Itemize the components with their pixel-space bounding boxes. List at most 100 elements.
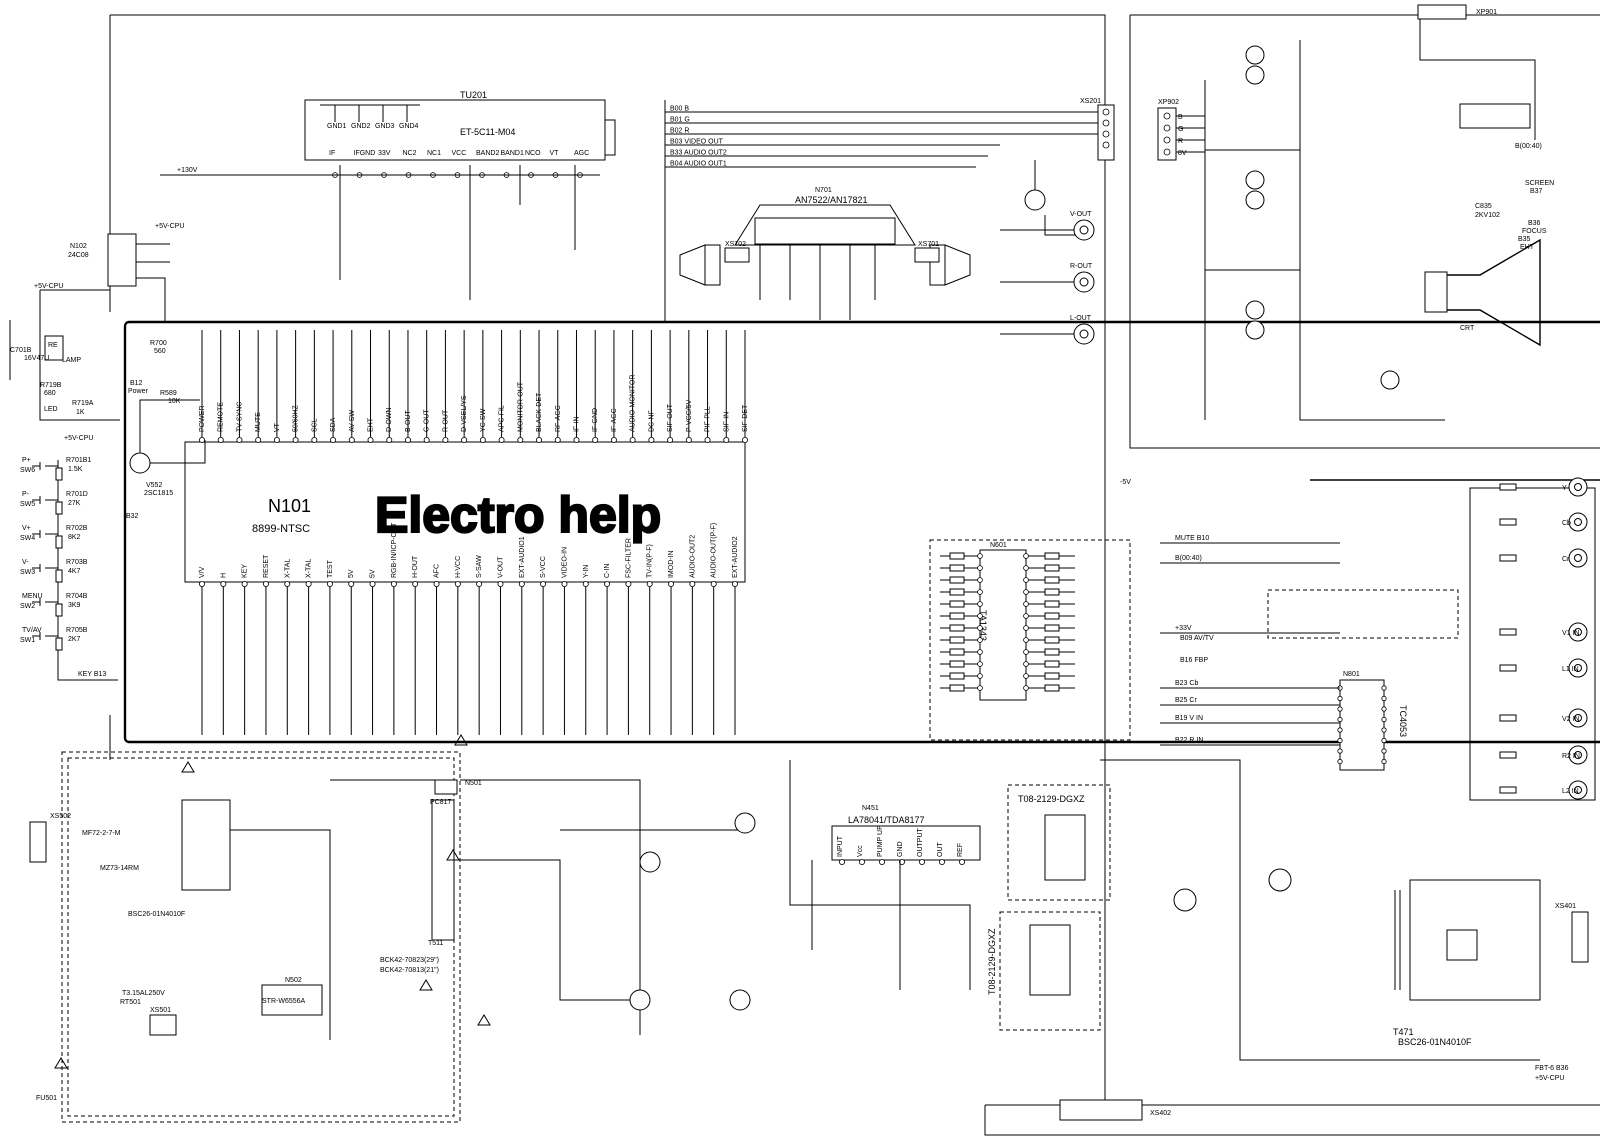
n601-pin-left xyxy=(977,613,983,619)
n101-bottom-pin-label: S-SAW xyxy=(476,555,483,578)
tuner-pin-label: BAND2 xyxy=(476,150,499,157)
n451-pin-label: PUMP UP xyxy=(877,825,884,857)
n101-bottom-pin xyxy=(326,581,333,588)
n101-bottom-pin xyxy=(689,581,696,588)
n101-bottom-pin-label: X-TAL xyxy=(306,559,313,578)
crt-label: C835 xyxy=(1475,203,1492,210)
xs702-ref: XS702 xyxy=(725,241,746,248)
input-label: +33V xyxy=(1175,625,1192,632)
r589: R589 xyxy=(160,390,177,397)
key-resistor-ref: R704B xyxy=(66,593,88,600)
n451-part: LA78041/TDA8177 xyxy=(848,815,925,825)
n101-top-pin-label: POWER xyxy=(199,406,206,432)
xs701-ref: XS701 xyxy=(918,241,939,248)
n101-top-pin xyxy=(217,436,224,443)
v5-cpu-keys: +5V-CPU xyxy=(64,435,93,442)
n101-top-pin-label: IF-IN xyxy=(573,416,580,432)
n601-cap-right xyxy=(1044,552,1060,560)
input-label: B19 V IN xyxy=(1175,715,1203,722)
n101-bottom-pin-label: TEST xyxy=(327,559,334,578)
xp902-pin-label: B xyxy=(1178,114,1183,121)
n101-top-pin-label: EHT xyxy=(368,417,375,432)
n801-pin-left xyxy=(1337,758,1343,765)
rca-jack-label: V1 IN xyxy=(1562,630,1580,637)
n101-top-pin-label: YC-SW xyxy=(480,408,487,432)
n601-cap-left xyxy=(949,636,965,644)
n451-pin-label: GND xyxy=(897,841,904,857)
output-jack xyxy=(1073,323,1095,345)
n101-bottom-pin xyxy=(732,581,739,588)
n601-pin-right xyxy=(1023,565,1029,571)
n101-top-pin xyxy=(198,436,205,443)
key-switch-ref: SW2 xyxy=(20,603,35,610)
n601-pin-right xyxy=(1023,661,1029,667)
n801-part: TC4053 xyxy=(1398,705,1408,737)
n101-bottom-pin xyxy=(518,581,525,588)
n101-bottom-pin xyxy=(710,581,717,588)
n601-cap-left xyxy=(949,612,965,620)
n701-part: AN7522/AN17821 xyxy=(795,195,868,205)
xs502-ref: XS502 xyxy=(50,813,71,820)
key-switch-ref: SW6 xyxy=(20,467,35,474)
n101-top-pin xyxy=(554,436,561,443)
output-jack-core xyxy=(1079,277,1089,287)
n101-bottom-pin xyxy=(540,581,547,588)
key-resistor-ref: R705B xyxy=(66,627,88,634)
rca-terminator xyxy=(1499,554,1517,562)
n451-pin xyxy=(959,859,966,866)
n101-top-pin xyxy=(648,436,655,443)
n101-bottom-pin xyxy=(348,581,355,588)
t471-ref: T471 xyxy=(1393,1027,1414,1037)
n101-bottom-pin xyxy=(369,581,376,588)
rca-jack xyxy=(1568,658,1588,678)
xp902-ref: XP902 xyxy=(1158,99,1179,106)
key-resistor-value: 2K7 xyxy=(68,636,81,643)
n101-top-pin xyxy=(461,436,468,443)
n801-pin-right xyxy=(1381,695,1387,702)
n101-top-pin xyxy=(610,436,617,443)
crt-label: FOCUS xyxy=(1522,228,1547,235)
n101-top-pin xyxy=(442,436,449,443)
watermark-text: Electro help xyxy=(375,487,661,543)
n101-bottom-pin xyxy=(220,581,227,588)
key-label: V+ xyxy=(22,525,31,532)
crt-transistor xyxy=(1245,65,1265,85)
xs201-pin xyxy=(1102,108,1110,116)
n451-pin-label: OUTPUT xyxy=(917,828,924,858)
key-switch-ref: SW4 xyxy=(20,535,35,542)
rca-jack xyxy=(1568,622,1588,642)
n101-bottom-pin-label: AUDIO-OUT(P-F) xyxy=(711,523,718,578)
n101-top-pin xyxy=(704,436,711,443)
fu501-ref: T3.15AL250V xyxy=(122,990,165,997)
xp902-pin xyxy=(1163,124,1171,132)
input-label: B23 Cb xyxy=(1175,680,1198,687)
n601-cap-right xyxy=(1044,636,1060,644)
n801-pin-right xyxy=(1381,685,1387,691)
xp902-pin xyxy=(1163,136,1171,144)
n101-top-pin xyxy=(536,436,543,443)
key-resistor xyxy=(55,637,63,651)
t471-part: BSC26-01N4010F xyxy=(1398,1037,1472,1047)
n601-pin-right xyxy=(1023,673,1029,679)
n101-bottom-pin-label: AUDIO-OUT2 xyxy=(689,535,696,578)
rca-terminator xyxy=(1499,751,1517,759)
output-jack xyxy=(1073,219,1095,241)
n101-top-pin-label: REMOTE xyxy=(218,402,225,432)
crt-label: B37 xyxy=(1530,188,1543,195)
bus-signal-label: B33 AUDIO OUT2 xyxy=(670,150,727,157)
n601-cap-left xyxy=(949,576,965,584)
n451-pin-label: OUT xyxy=(937,842,944,858)
n451-pin-label: REF xyxy=(957,843,964,857)
tuner-pin-label: VT xyxy=(550,150,560,157)
tuner-gnd-label: GND4 xyxy=(399,123,419,130)
n101-bottom-pin-label: IMOD-IN xyxy=(668,550,675,578)
key-label: V- xyxy=(22,559,29,566)
n101-bottom-pin xyxy=(497,581,504,588)
crt-transistor xyxy=(1245,170,1265,190)
lamp-label: LAMP xyxy=(62,357,81,364)
n101-bottom-pin xyxy=(668,581,675,588)
key-resistor-ref: R701B1 xyxy=(66,457,91,464)
n601-pin-left xyxy=(977,637,983,643)
rca-jack-label: L2 IN xyxy=(1562,788,1579,795)
